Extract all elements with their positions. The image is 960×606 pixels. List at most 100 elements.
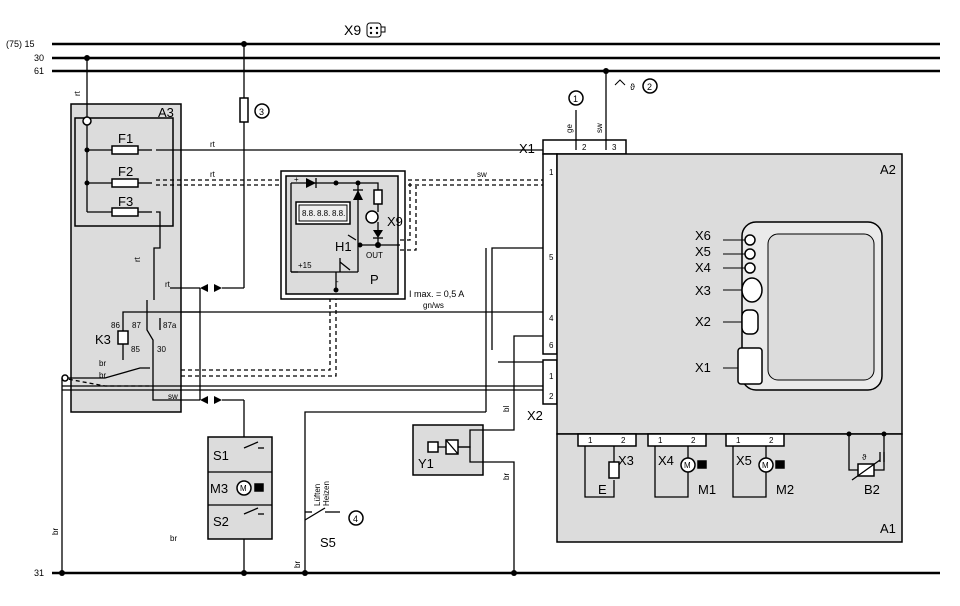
- fuse-f1: F1: [84, 131, 152, 155]
- diode-icon: [306, 178, 316, 188]
- inline-fuse: [239, 97, 249, 123]
- s5-option-heizen: Heizen: [322, 481, 331, 506]
- valve-y1: Y1 bl br: [412, 335, 544, 573]
- diode-icon: [373, 230, 383, 238]
- a1-pin: 1: [736, 436, 741, 445]
- heater-e-label: E: [598, 482, 607, 497]
- motor-icon: [680, 457, 696, 473]
- lamp-h1-label: H1: [335, 239, 352, 254]
- panel-15: +15: [298, 261, 312, 270]
- theta-symbol: ϑ: [630, 82, 635, 92]
- motor-m-text: M: [684, 461, 691, 470]
- switch-s5: Lüften Heizen S5 4: [304, 481, 364, 550]
- switch-s1-label: S1: [213, 448, 229, 463]
- pin-85: 85: [131, 345, 140, 354]
- a1-pin: 1: [588, 436, 593, 445]
- wire-label-br: br: [170, 534, 177, 543]
- lcd-digit: 8.8.: [302, 209, 315, 218]
- diode-icon: [353, 190, 363, 200]
- wire-label-gnws: gn/ws: [423, 301, 444, 310]
- connector-x3-icon: [741, 277, 763, 303]
- fuse-f2: F2: [84, 164, 152, 188]
- a1-x3-label: X3: [618, 453, 634, 468]
- wire-label-sw: sw: [595, 123, 604, 133]
- fuse-f1-label: F1: [118, 131, 133, 146]
- fuse-f3: F3: [87, 194, 152, 217]
- callout-1-text: 1: [573, 94, 578, 104]
- panel-x9-label: X9: [387, 214, 403, 229]
- wire-label-sw: sw: [477, 170, 487, 179]
- a1-pin: 2: [621, 436, 626, 445]
- wire-label-br: br: [51, 528, 60, 535]
- panel-minus: -: [336, 277, 339, 286]
- x2-pin-1: 1: [549, 372, 554, 381]
- x2-label: X2: [527, 408, 543, 423]
- pin-30: 30: [157, 345, 166, 354]
- connector-x2-icon: [741, 309, 759, 335]
- rail-31-label: 31: [34, 568, 44, 578]
- motor-icon: [758, 457, 774, 473]
- a3-label: A3: [158, 105, 174, 120]
- a2-conn-x2: X2: [695, 314, 711, 329]
- wire-label-sw: sw: [168, 392, 178, 401]
- s5-option-lueften: Lüften: [313, 484, 322, 506]
- wire-label-bl: bl: [502, 406, 511, 412]
- wire-label-br: br: [502, 473, 511, 480]
- motor-m-text: M: [762, 461, 769, 470]
- a1-label: A1: [880, 521, 896, 536]
- wire-label-rt: rt: [133, 256, 142, 262]
- valve-y1-label: Y1: [418, 456, 434, 471]
- x9-top-label: X9: [344, 22, 361, 38]
- module-a2: A2 X6 X5 X4 X3 X2 X1: [556, 153, 903, 435]
- wire-label-br: br: [99, 371, 106, 380]
- switch-unit: S1 M3 S2 M: [207, 400, 273, 573]
- a1-housing: [556, 433, 903, 543]
- connector-x6-icon: [744, 234, 756, 246]
- switch-s5-label: S5: [320, 535, 336, 550]
- callout-4-text: 4: [353, 514, 358, 524]
- callout-3-text: 3: [259, 107, 264, 117]
- connector-x4-icon: [744, 262, 756, 274]
- sensor-b2-label: B2: [864, 482, 880, 497]
- fuse-f2-label: F2: [118, 164, 133, 179]
- panel-plus: +: [294, 175, 299, 184]
- a1-pin: 2: [691, 436, 696, 445]
- pin-87: 87: [132, 321, 141, 330]
- rail-61-label: 61: [34, 66, 44, 76]
- heater-icon: [608, 461, 620, 479]
- a1-x5-label: X5: [736, 453, 752, 468]
- switch-s2-label: S2: [213, 514, 229, 529]
- connector-x1: X1 2 3 1 5 4 6 1 ge sw ϑ 2: [519, 71, 658, 355]
- motor-m-text: M: [240, 484, 247, 493]
- x1-pin-5: 5: [549, 253, 554, 262]
- wire-label-rt: rt: [210, 170, 216, 179]
- wire-label-rt: rt: [73, 90, 82, 96]
- a2-conn-x6: X6: [695, 228, 711, 243]
- x1-pin-6: 6: [549, 341, 554, 350]
- callout-4: [348, 510, 364, 526]
- connector-x5-icon: [744, 248, 756, 260]
- control-panel-p: P + +15 - OUT X9 H1 8.8. 8.8. 8.8.: [280, 170, 417, 300]
- a1-x4-label: X4: [658, 453, 674, 468]
- fuse-f3-label: F3: [118, 194, 133, 209]
- connector-icon: [366, 22, 382, 38]
- wire-label-rt: rt: [165, 280, 171, 289]
- motor-m3-label: M3: [210, 481, 228, 496]
- callout-2: [642, 78, 658, 94]
- wire-label-br: br: [99, 359, 106, 368]
- a2-conn-x4: X4: [695, 260, 711, 275]
- connector-x1-icon: [737, 347, 763, 385]
- imax-note: I max. = 0,5 A: [409, 289, 464, 299]
- x1-label: X1: [519, 141, 535, 156]
- x1-pin-1: 1: [549, 168, 554, 177]
- motor-m2-label: M2: [776, 482, 794, 497]
- supply-rails: (75) 15 30 61 31: [6, 39, 940, 578]
- a1-pin: 1: [658, 436, 663, 445]
- a2-conn-x3: X3: [695, 283, 711, 298]
- connector-x2: 1 2 X2: [527, 359, 558, 423]
- theta-symbol: ϑ: [862, 453, 867, 462]
- a3-fuse-relay-box: A3 rt F1 F2 F3 rt: [61, 58, 182, 413]
- panel-out: OUT: [366, 251, 383, 260]
- pin-86: 86: [111, 321, 120, 330]
